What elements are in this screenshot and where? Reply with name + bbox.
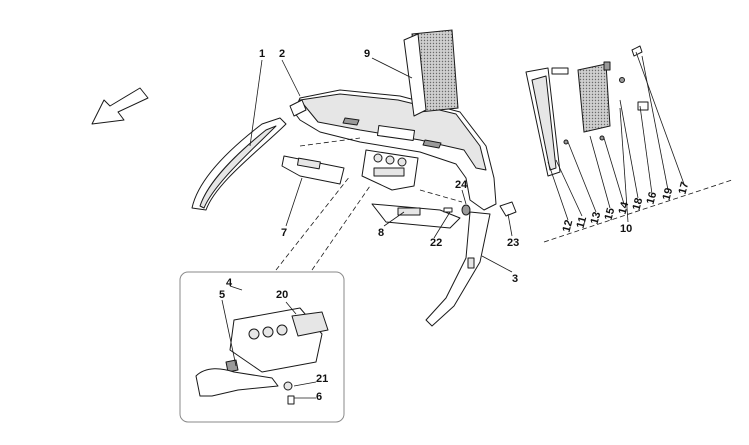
callout-9: 9 — [364, 48, 370, 60]
sun-visor-right — [371, 203, 461, 229]
callout-14: 14 — [617, 200, 632, 216]
sun-visor-left — [281, 155, 345, 185]
callout-8: 8 — [378, 227, 384, 239]
side-trim-group — [525, 45, 649, 177]
direction-arrow-icon — [91, 87, 149, 125]
clip-part-24 — [461, 204, 471, 216]
callout-2: 2 — [279, 48, 285, 60]
headliner-panel — [289, 89, 497, 211]
pillar-trim-left — [191, 117, 287, 211]
callout-13: 13 — [589, 211, 604, 226]
screw-part-22 — [443, 207, 453, 213]
callout-20: 20 — [276, 289, 288, 301]
callout-18: 18 — [631, 197, 646, 212]
detail-view — [179, 271, 345, 423]
callout-24: 24 — [455, 179, 468, 191]
callout-6: 6 — [316, 391, 322, 403]
leader-lines — [221, 51, 685, 399]
bracket-part-23 — [499, 201, 517, 217]
callout-1: 1 — [259, 48, 265, 60]
overhead-console — [361, 149, 419, 191]
callout-7: 7 — [281, 227, 287, 239]
callout-labels: 1 2 9 7 8 24 22 23 3 12 11 13 15 14 18 1… — [219, 48, 691, 403]
callout-5: 5 — [219, 289, 225, 301]
callout-22: 22 — [430, 237, 442, 249]
callout-10: 10 — [620, 223, 632, 235]
pillar-trim-right — [425, 211, 491, 327]
callout-12: 12 — [561, 219, 576, 234]
b-pillar-upper-trim — [403, 29, 459, 117]
callout-17: 17 — [677, 181, 692, 196]
callout-15: 15 — [603, 207, 618, 222]
callout-23: 23 — [507, 237, 519, 249]
callout-21: 21 — [316, 373, 328, 385]
callout-11: 11 — [575, 215, 590, 229]
callout-3: 3 — [512, 273, 518, 285]
callout-19: 19 — [661, 187, 676, 202]
callout-4: 4 — [226, 277, 233, 289]
callout-16: 16 — [645, 191, 660, 206]
